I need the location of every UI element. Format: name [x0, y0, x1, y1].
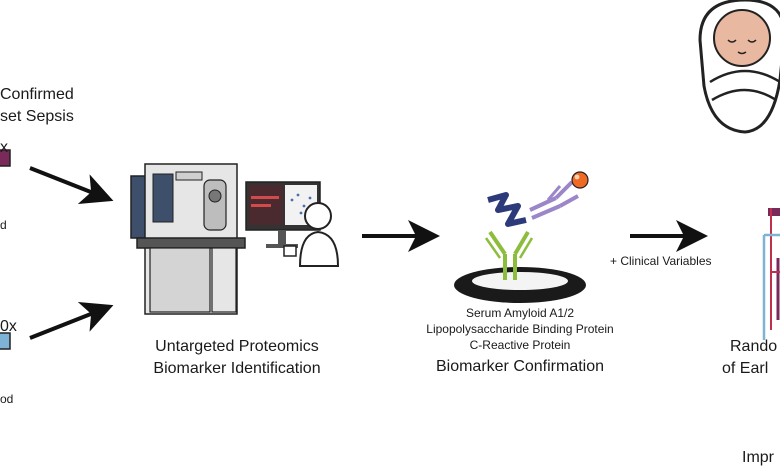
outcome-label: Impr	[742, 449, 774, 466]
cohort-heading-line2: set Sepsis	[0, 108, 74, 125]
newborn-icon	[698, 0, 780, 134]
protein-saa: Serum Amyloid A1/2	[465, 306, 575, 320]
sample-bottom-ratio: 0x	[0, 318, 17, 335]
sample-tube-top	[0, 149, 11, 167]
model-label-line2: of Earl	[722, 360, 769, 377]
protein-crp: C-Reactive Protein	[469, 338, 571, 352]
arrow-bottom-sample	[29, 301, 114, 340]
clinical-variables-label: + Clinical Variables	[610, 254, 712, 268]
confirmation-title: Biomarker Confirmation	[435, 358, 605, 375]
protein-lbp: Lipopolysaccharide Binding Protein	[426, 322, 614, 336]
random-forest-icon	[762, 208, 780, 340]
model-label-line1: Rando	[730, 338, 778, 355]
sample-tube-bottom	[0, 332, 11, 350]
proteomics-label-line2: Biomarker Identification	[153, 360, 321, 377]
arrow-top-sample	[29, 166, 114, 205]
mass-spectrometer-icon	[130, 163, 246, 315]
proteomics-label-line1: Untargeted Proteomics	[155, 338, 319, 355]
immunoassay-icon	[454, 171, 589, 303]
scientist-icon	[283, 202, 340, 267]
sample-top-ratio: x	[0, 139, 8, 156]
cohort-heading-line1: Confirmed	[0, 86, 74, 103]
sample-top-label: d	[0, 218, 7, 232]
sample-bottom-label: od	[0, 392, 14, 406]
